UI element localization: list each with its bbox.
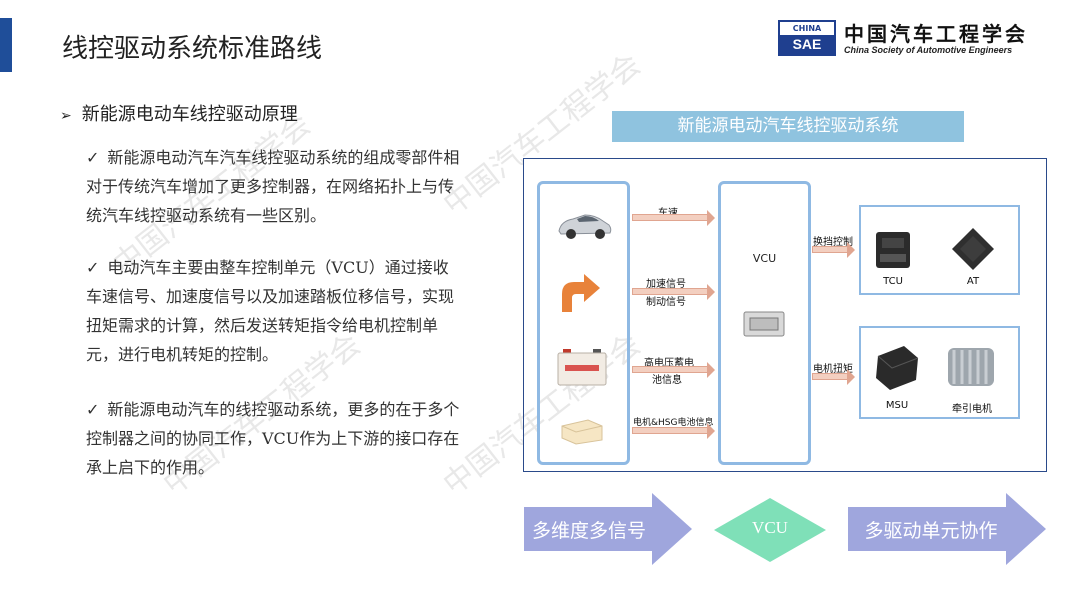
- msu-label: MSU: [885, 400, 909, 411]
- signal-label-motor: 电机&HSG电池信息: [633, 418, 714, 428]
- turn-arrow-icon: [562, 274, 600, 312]
- accent-bar: [0, 18, 12, 72]
- page-title: 线控驱动系统标准路线: [62, 34, 323, 64]
- flow-label-middle: VCU: [752, 518, 788, 537]
- vcu-label: VCU: [752, 252, 777, 265]
- signal-arrow: [632, 210, 715, 226]
- connector-icon: [561, 419, 603, 445]
- check-icon: ✓: [86, 400, 100, 419]
- transmission-group: [859, 205, 1020, 295]
- signal-arrow: [632, 284, 715, 300]
- battery-icon: [557, 349, 607, 386]
- bullet-paragraph: ✓电动汽车主要由整车控制单元（VCU）通过接收车速信号、加速度信号以及加速踏板位…: [86, 258, 455, 364]
- at-icon: [952, 228, 994, 270]
- signal-arrow: [632, 362, 715, 378]
- output-label-shift: 换挡控制: [813, 237, 853, 248]
- logo-name-cn: 中国汽车工程学会: [844, 22, 1028, 46]
- output-label-torque: 电机扭矩: [813, 364, 853, 375]
- flow-arrow-left: [524, 493, 692, 565]
- traction-motor-icon: [948, 348, 994, 386]
- logo-name-en: China Society of Automotive Engineers: [844, 45, 1013, 55]
- output-arrow: [812, 369, 855, 385]
- signal-label-battery-2: 池信息: [652, 375, 682, 386]
- flow-label-right: 多驱动单元协作: [864, 520, 998, 542]
- vcu-box: [718, 181, 811, 465]
- tcu-icon: [876, 232, 910, 268]
- output-arrow: [812, 242, 855, 258]
- traction-motor-label: 牵引电机: [952, 404, 992, 415]
- section-heading: ➢新能源电动车线控驱动原理: [60, 104, 298, 125]
- input-sensors-box: [537, 181, 630, 465]
- check-icon: ✓: [86, 258, 100, 277]
- msu-icon: [876, 346, 919, 390]
- signal-label-accel: 加速信号: [646, 279, 686, 290]
- vcu-diamond: [714, 498, 826, 562]
- tcu-label: TCU: [883, 276, 903, 287]
- at-label: AT: [966, 276, 980, 287]
- check-icon: ✓: [86, 148, 100, 167]
- signal-label-brake: 制动信号: [646, 297, 686, 308]
- car-icon: [558, 214, 612, 239]
- diagram-title: 新能源电动汽车线控驱动系统: [612, 111, 964, 142]
- flow-label-left: 多维度多信号: [531, 520, 646, 542]
- signal-label-battery: 高电压蓄电: [644, 358, 694, 369]
- ecu-icon: [743, 311, 785, 337]
- bullet-paragraph: ✓新能源电动汽车的线控驱动系统，更多的在于多个控制器之间的协同工作，VCU作为上…: [86, 400, 460, 477]
- sae-logo-mark: CHINA SAE: [778, 20, 836, 56]
- bullet-paragraph: ✓新能源电动汽车汽车线控驱动系统的组成零部件相对于传统汽车增加了更多控制器，在网…: [86, 148, 460, 225]
- flow-arrow-right: [848, 493, 1046, 565]
- signal-arrow: [632, 423, 715, 439]
- arrow-bullet-icon: ➢: [60, 108, 72, 124]
- diagram-frame: [523, 158, 1047, 472]
- motor-group: [859, 326, 1020, 419]
- csae-logo: CHINA SAE 中国汽车工程学会 China Society of Auto…: [778, 18, 1058, 62]
- signal-label-speed: 车速: [658, 204, 678, 219]
